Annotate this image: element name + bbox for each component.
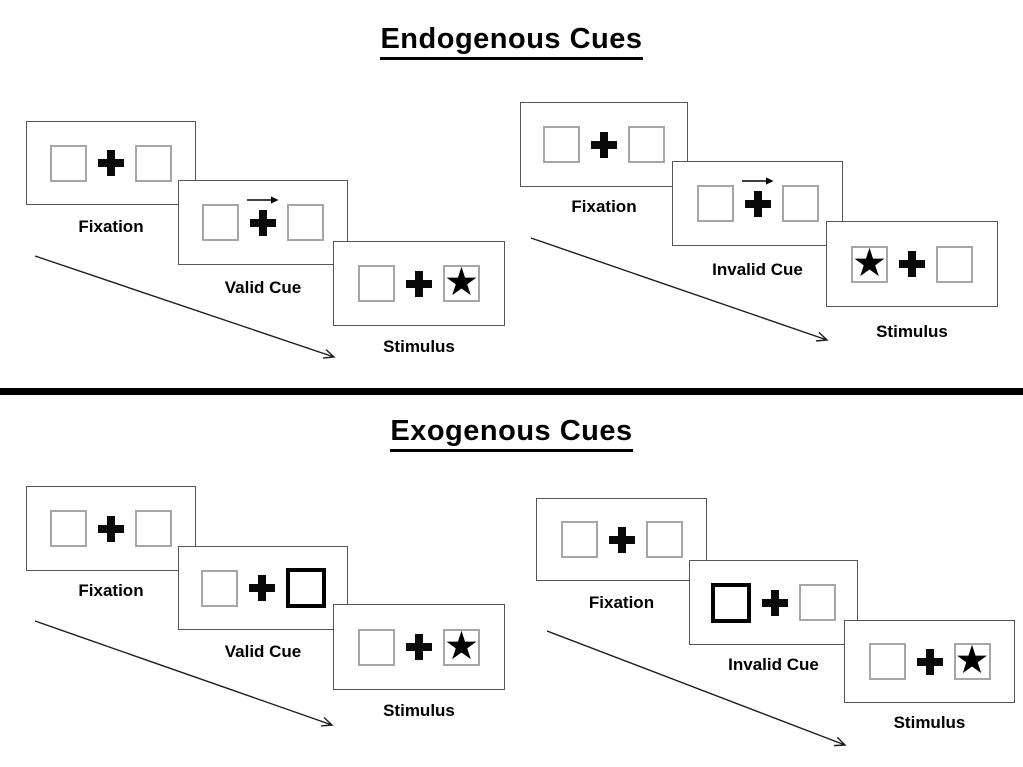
target-box: ★	[851, 240, 888, 286]
fixation-cross-icon	[248, 575, 275, 601]
cue-direction-arrow-icon	[247, 195, 279, 204]
cue-panel	[178, 546, 348, 630]
fixation-panel	[520, 102, 688, 187]
star-icon: ★	[954, 638, 990, 683]
section-title-endogenous: Endogenous Cues	[0, 23, 1023, 60]
panel-label: Valid Cue	[224, 642, 302, 661]
panel-label: Invalid Cue	[712, 260, 803, 279]
left-placeholder-box	[200, 569, 238, 607]
right-placeholder-box	[781, 185, 819, 222]
fixation-panel	[536, 498, 707, 581]
fixation-cross-icon	[247, 195, 279, 236]
fixation-cross-icon	[591, 131, 617, 158]
fixation-cross-icon	[406, 634, 432, 660]
cue-highlight-box	[711, 582, 751, 623]
panel-label: Stimulus	[383, 701, 455, 720]
left-placeholder-box	[50, 510, 87, 547]
right-placeholder-box	[287, 204, 324, 241]
left-placeholder-box	[358, 265, 395, 302]
panel-label: Invalid Cue	[728, 655, 819, 674]
left-placeholder-box	[696, 185, 734, 222]
right-placeholder-box	[645, 521, 683, 558]
panel-label: Fixation	[78, 217, 144, 236]
fixation-panel	[26, 486, 196, 571]
right-placeholder-box	[628, 126, 665, 163]
fixation-cross-icon	[98, 515, 124, 542]
fixation-cross-icon	[899, 251, 925, 277]
stimulus-panel: ★	[333, 241, 505, 326]
stimulus-panel: ★	[844, 620, 1015, 703]
cue-panel	[178, 180, 348, 265]
cue-panel	[672, 161, 843, 246]
panel-label: Fixation	[588, 593, 655, 612]
left-placeholder-box	[202, 204, 239, 241]
stimulus-panel: ★	[826, 221, 998, 307]
left-placeholder-box	[560, 521, 598, 558]
fixation-cross-icon	[608, 526, 635, 553]
left-placeholder-box	[358, 628, 395, 666]
fixation-panel	[26, 121, 196, 205]
star-icon: ★	[444, 623, 479, 669]
panel-label: Stimulus	[893, 713, 966, 732]
target-box: ★	[443, 623, 480, 669]
right-placeholder-box	[936, 245, 973, 283]
star-icon: ★	[852, 240, 887, 286]
cue-panel	[689, 560, 858, 645]
fixation-cross-icon	[98, 150, 124, 176]
section-divider	[0, 388, 1023, 395]
panel-label: Fixation	[571, 197, 637, 216]
panel-label: Valid Cue	[224, 278, 302, 297]
left-placeholder-box	[543, 126, 580, 163]
stimulus-panel: ★	[333, 604, 505, 690]
cue-direction-arrow-icon	[741, 176, 773, 185]
fixation-cross-icon	[741, 176, 773, 217]
fixation-cross-icon	[762, 589, 788, 616]
trial-sequence-arrow	[546, 630, 845, 745]
panel-label: Fixation	[78, 581, 144, 600]
target-box: ★	[443, 260, 480, 305]
right-placeholder-box	[135, 144, 172, 182]
panel-label: Stimulus	[876, 322, 948, 341]
right-placeholder-box	[799, 584, 836, 621]
left-placeholder-box	[868, 643, 906, 680]
fixation-cross-icon	[406, 270, 432, 297]
cue-highlight-box	[285, 568, 326, 608]
section-title-exogenous: Exogenous Cues	[0, 415, 1023, 452]
trial-sequence-arrow	[530, 237, 827, 340]
trial-sequence-arrow	[34, 620, 332, 725]
right-placeholder-box	[135, 510, 172, 547]
fixation-cross-icon	[916, 648, 943, 675]
star-icon: ★	[444, 260, 479, 305]
target-box: ★	[953, 638, 991, 683]
left-placeholder-box	[50, 144, 87, 182]
trial-sequence-arrow	[34, 255, 334, 357]
panel-label: Stimulus	[383, 337, 455, 356]
